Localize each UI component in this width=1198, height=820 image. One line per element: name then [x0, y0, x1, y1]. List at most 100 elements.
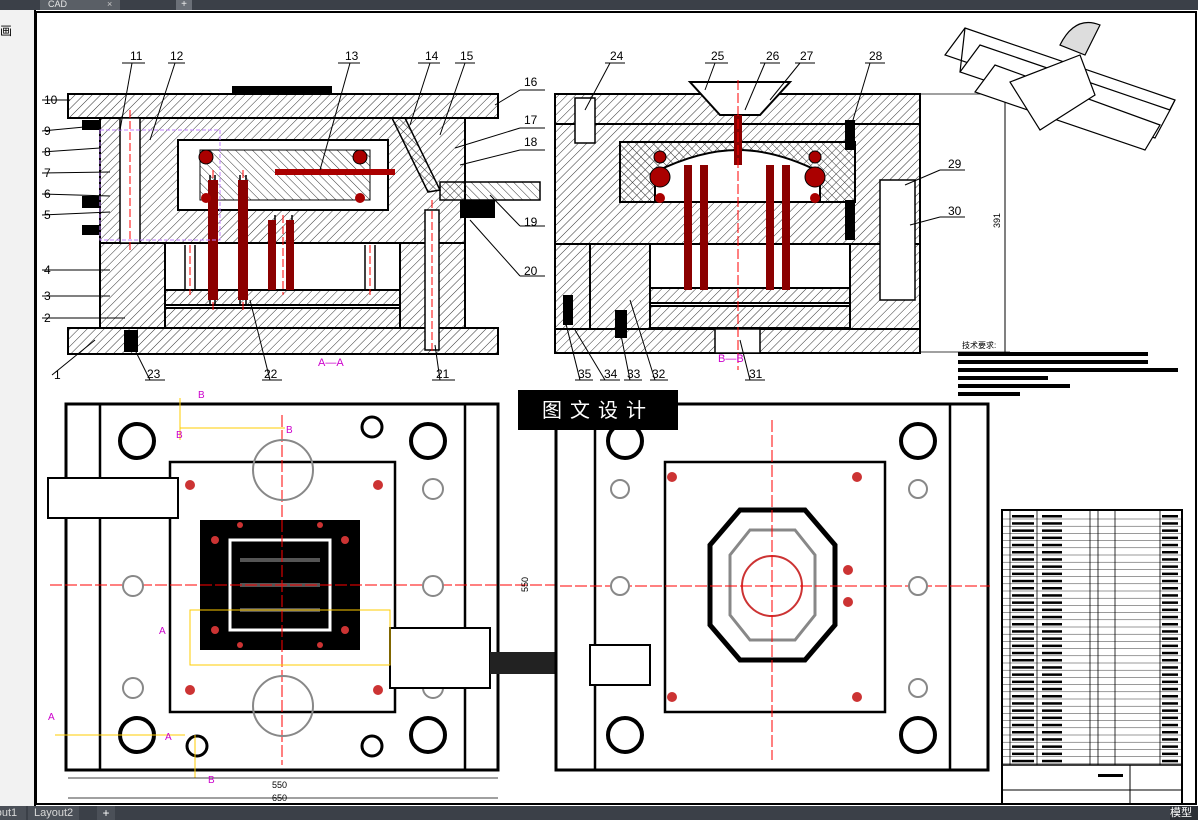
- parts-row-text: [1162, 615, 1178, 619]
- tech-requirements-text: [958, 352, 1178, 396]
- cut-marker-label: A: [159, 626, 166, 637]
- dimension-height-391: 391: [992, 213, 1002, 228]
- parts-row-text: [1012, 759, 1034, 763]
- tab-layout1[interactable]: Layout1: [0, 806, 26, 820]
- parts-row-text: [1012, 680, 1034, 684]
- parts-row-text: [1162, 680, 1178, 684]
- parts-row-text: [1162, 745, 1178, 748]
- parts-row-text: [1012, 752, 1034, 756]
- new-tab-button[interactable]: +: [176, 0, 192, 10]
- parts-row-text: [1162, 608, 1178, 612]
- parts-row-text: [1042, 630, 1062, 633]
- parts-row-text: [1162, 752, 1178, 756]
- parts-row-text: [1162, 731, 1178, 734]
- cut-marker-label: B: [286, 425, 293, 436]
- parts-row-text: [1012, 529, 1034, 532]
- parts-row-text: [1012, 695, 1034, 698]
- parts-row-text: [1162, 723, 1178, 727]
- parts-row-text: [1042, 615, 1062, 619]
- parts-row-text: [1042, 594, 1062, 597]
- parts-row-text: [1042, 666, 1062, 669]
- part-numbers-aa: 10 9 8 7 6 5 4 3 2 1 11 12 13 14 15 16 1…: [44, 49, 538, 382]
- parts-row-text: [1162, 759, 1178, 763]
- parts-row-text: [1012, 644, 1034, 648]
- cad-drawing: 10 9 8 7 6 5 4 3 2 1 11 12 13 14 15 16 1…: [35, 11, 1197, 805]
- parts-row-text: [1042, 565, 1062, 568]
- drawing-canvas[interactable]: 10 9 8 7 6 5 4 3 2 1 11 12 13 14 15 16 1…: [35, 10, 1198, 806]
- parts-row-text: [1162, 623, 1178, 626]
- parts-row-text: [1042, 709, 1062, 712]
- section-bb-view: [554, 80, 1010, 370]
- parts-row-text: [1162, 601, 1178, 604]
- part-label: 26: [766, 49, 780, 63]
- plan-view-left: [47, 398, 560, 799]
- cut-marker-label: A: [165, 732, 172, 743]
- part-label: 8: [44, 145, 51, 159]
- parts-row-text: [1042, 608, 1062, 612]
- drawing-border: [35, 11, 1197, 805]
- part-label: 6: [44, 187, 51, 201]
- parts-row-text: [1042, 637, 1062, 640]
- tab-cad-label: CAD: [48, 0, 68, 9]
- parts-row-text: [1042, 601, 1062, 604]
- parts-row-text: [1012, 673, 1034, 676]
- parts-row-text: [1042, 716, 1062, 720]
- cut-marker-label: B: [208, 775, 215, 786]
- part-label: 11: [130, 49, 143, 63]
- parts-row-text: [1012, 702, 1034, 705]
- parts-row-text: [1042, 673, 1062, 676]
- part-label: 24: [610, 49, 624, 63]
- parts-row-text: [1042, 752, 1062, 756]
- tab-cad[interactable]: CAD ×: [40, 0, 121, 10]
- cut-marker-label: B: [198, 390, 205, 401]
- layout-tab-bar: [0, 806, 1198, 820]
- parts-row-text: [1162, 551, 1178, 554]
- parts-row-text: [1012, 594, 1034, 597]
- parts-row-text: [1012, 587, 1034, 590]
- parts-row-text: [1162, 587, 1178, 590]
- part-label: 13: [345, 49, 359, 63]
- parts-row-text: [1012, 536, 1034, 540]
- parts-row-text: [1042, 644, 1062, 648]
- part-label: 3: [44, 289, 51, 303]
- parts-list-rows: [1002, 515, 1182, 764]
- part-label: 9: [44, 124, 51, 138]
- part-label: 16: [524, 75, 538, 89]
- parts-row-text: [1012, 543, 1034, 547]
- part-label: 2: [44, 311, 51, 325]
- add-layout-button[interactable]: +: [97, 806, 115, 820]
- parts-row-text: [1012, 651, 1034, 655]
- parts-row-text: [1012, 723, 1034, 727]
- parts-row-text: [1042, 522, 1062, 525]
- section-label-bb: B—B: [718, 353, 744, 365]
- model-toggle[interactable]: 模型: [1170, 806, 1198, 820]
- parts-row-text: [1012, 637, 1034, 640]
- parts-row-text: [1042, 695, 1062, 698]
- parts-row-text: [1162, 702, 1178, 705]
- toolbar-glyph[interactable]: 画: [0, 24, 13, 38]
- parts-row-text: [1042, 702, 1062, 705]
- parts-row-text: [1042, 680, 1062, 684]
- parts-row-text: [1162, 529, 1178, 532]
- dimension-width-650: 650: [272, 793, 287, 803]
- parts-row-text: [1162, 716, 1178, 720]
- part-label: 30: [948, 204, 962, 218]
- parts-row-text: [1012, 738, 1034, 741]
- part-label: 20: [524, 264, 538, 278]
- part-label: 4: [44, 263, 51, 277]
- part-label: 29: [948, 157, 962, 171]
- parts-row-text: [1162, 594, 1178, 597]
- tab-layout2-label: Layout2: [34, 807, 74, 819]
- part-label: 10: [44, 93, 58, 107]
- part-label: 14: [425, 49, 439, 63]
- tab-layout2[interactable]: Layout2: [28, 806, 80, 820]
- parts-row-text: [1042, 651, 1062, 655]
- parts-row-text: [1162, 651, 1178, 655]
- parts-row-text: [1042, 515, 1062, 518]
- parts-row-text: [1012, 565, 1034, 568]
- parts-row-text: [1042, 687, 1062, 691]
- parts-row-text: [1042, 579, 1062, 583]
- part-label: 34: [604, 367, 618, 381]
- watermark-banner: 图文设计: [518, 390, 678, 430]
- close-icon[interactable]: ×: [107, 0, 113, 9]
